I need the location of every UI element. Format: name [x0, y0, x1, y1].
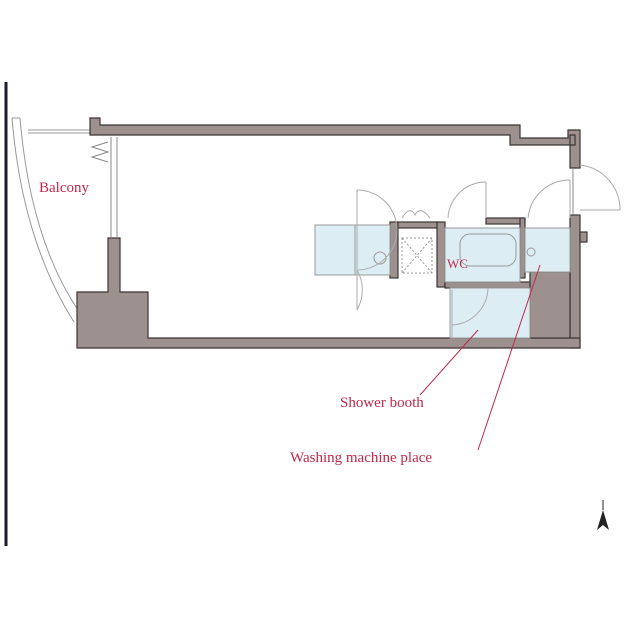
north-arrow-icon — [597, 500, 609, 530]
leader-lines — [419, 264, 541, 451]
balcony-window — [90, 137, 118, 238]
washing-machine-area — [524, 227, 571, 273]
shower-booth-label: Shower booth — [340, 395, 424, 411]
washing-machine-label: Washing machine place — [290, 450, 433, 466]
fixtures — [314, 224, 571, 339]
shower-booth — [449, 287, 531, 339]
wc-room — [444, 227, 521, 283]
doors — [356, 164, 621, 338]
wc-label: WC — [447, 256, 468, 271]
drain-icon — [526, 247, 536, 257]
kitchen-counter — [314, 224, 356, 276]
balcony-rail — [11, 117, 92, 323]
balcony-label: Balcony — [39, 180, 89, 196]
fridge-space — [401, 237, 433, 274]
toilet-icon — [459, 233, 517, 267]
